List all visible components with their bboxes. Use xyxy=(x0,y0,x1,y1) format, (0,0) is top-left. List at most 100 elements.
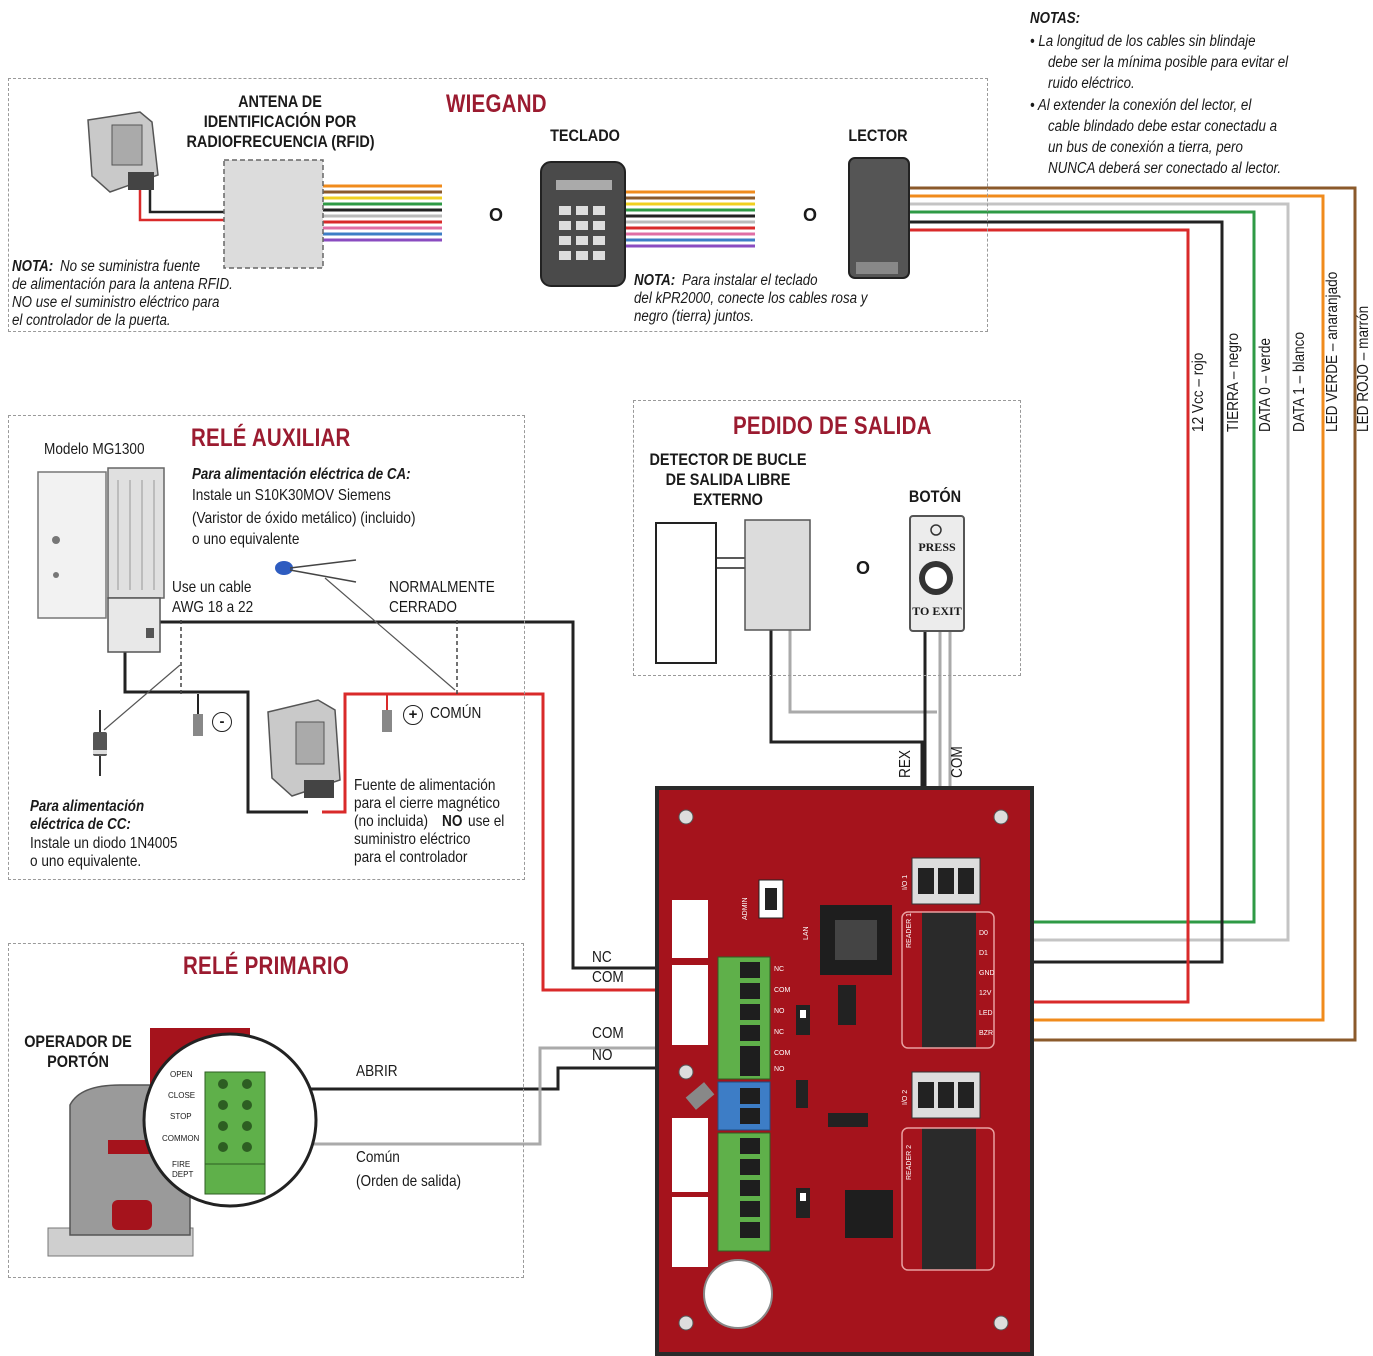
keypad-note-1: Para instalar el teclado xyxy=(682,272,818,289)
keypad-ribbon xyxy=(622,190,755,248)
reader-pin-d1: D1 xyxy=(979,950,988,957)
reader-cable xyxy=(907,186,1357,1042)
wire-label-led-red: LED ROJO – marrón xyxy=(1355,305,1372,432)
rfid-label-1: ANTENA DE xyxy=(238,92,322,111)
relay-com-label-aux: COM xyxy=(592,969,624,986)
keypad-note-2: del kPR2000, conecte los cables rosa y xyxy=(634,290,868,307)
terminal-fire: FIRE xyxy=(172,1160,191,1169)
reader-pin-led: LED xyxy=(979,1010,993,1017)
button-label: BOTÓN xyxy=(908,487,962,506)
ac-line-1: Instale un S10K30MOV Siemens xyxy=(192,487,391,504)
maglock-power-supply xyxy=(267,699,341,798)
relay-terminal-screws xyxy=(740,962,760,1238)
exit-button-device xyxy=(909,515,965,632)
or-separator-2: O xyxy=(803,205,818,225)
wire-label-12vcc: 12 Vcc – rojo xyxy=(1190,352,1207,432)
card-reader-device xyxy=(848,157,910,279)
rfid-ribbon xyxy=(322,184,442,242)
wire-label-data0: DATA 0 – verde xyxy=(1257,338,1274,432)
psu-line-3: (no incluida) xyxy=(354,813,429,830)
admin-silk: ADMIN xyxy=(742,897,749,920)
psu-line-2: para el cierre magnético xyxy=(354,795,500,812)
reader-pin-12v: 12V xyxy=(979,990,992,997)
note-1-line-3: ruido eléctrico. xyxy=(1048,75,1135,92)
aux-relay-title: RELÉ AUXILIAR xyxy=(191,424,351,452)
keypad-label: TECLADO xyxy=(550,126,620,145)
relay-com-label-primary: COM xyxy=(592,1025,624,1042)
relay-no-label: NO xyxy=(592,1047,613,1064)
rex-label: REX xyxy=(897,750,914,778)
exit-request-title: PEDIDO DE SALIDA xyxy=(733,412,932,440)
psu-line-1: Fuente de alimentación xyxy=(354,777,496,794)
open-label: ABRIR xyxy=(356,1063,398,1080)
operator-label-2: PORTÓN xyxy=(47,1052,109,1071)
loop-detector xyxy=(655,519,811,664)
primary-relay-title: RELÉ PRIMARIO xyxy=(183,952,350,980)
psu-line-4: suministro eléctrico xyxy=(354,831,471,848)
common-exit-label-1: Común xyxy=(356,1149,400,1166)
relay1-pin-no: NO xyxy=(774,1008,785,1015)
rfid-power-supply xyxy=(87,111,159,193)
wiegand-section xyxy=(8,78,988,332)
psu-line-3-end: use el xyxy=(468,813,505,830)
rfid-note-bold: NOTA: xyxy=(12,258,54,275)
dc-line-1: Instale un diodo 1N4005 xyxy=(30,835,178,852)
psu-line-5: para el controlador xyxy=(354,849,468,866)
note-2-line-2: cable blindado debe estar conectadu a xyxy=(1048,118,1278,135)
note-2-line-3: un bus de conexión a tierra, pero xyxy=(1048,139,1243,156)
rfid-label-2: IDENTIFICACIÓN POR xyxy=(203,112,357,131)
plus-symbol: + xyxy=(403,705,423,725)
rfid-label-3: RADIOFRECUENCIA (RFID) xyxy=(186,132,375,151)
rfid-antenna xyxy=(223,159,324,269)
terminal-stop: STOP xyxy=(170,1112,192,1121)
terminal-close: CLOSE xyxy=(168,1091,196,1100)
exit-request-section xyxy=(633,400,1021,676)
relay2-pin-com: COM xyxy=(774,1050,791,1057)
relay-nc-label: NC xyxy=(592,949,612,966)
rfid-note-2: de alimentación para la antena RFID. xyxy=(12,276,233,293)
common-label: COMÚN xyxy=(430,705,482,722)
note-1-line-2: debe ser la mínima posible para evitar e… xyxy=(1048,54,1289,71)
cable-gauge-2: AWG 18 a 22 xyxy=(172,599,254,616)
reader1-silk: READER 1 xyxy=(906,912,913,948)
ac-line-2: (Varistor de óxido metálico) (incluido) xyxy=(192,510,416,527)
io2-silk: I/O 2 xyxy=(902,1089,909,1105)
io1-silk: I/O 1 xyxy=(902,874,909,890)
relay2-pin-no: NO xyxy=(774,1066,785,1073)
terminal-dept: DEPT xyxy=(172,1170,194,1179)
reader2-silk: READER 2 xyxy=(906,1144,913,1180)
rfid-note-4: el controlador de la puerta. xyxy=(12,312,171,329)
keypad-note-bold: NOTA: xyxy=(634,272,676,289)
maglock-model: Modelo MG1300 xyxy=(44,441,145,458)
keypad-device xyxy=(540,161,626,287)
psu-line-3-bold: NO xyxy=(442,813,463,830)
reader-pin-bzr: BZR xyxy=(979,1030,993,1037)
ac-line-3: o uno equivalente xyxy=(192,531,300,548)
reader-pin-gnd: GND xyxy=(979,970,995,977)
keypad-note-3: negro (tierra) juntos. xyxy=(634,308,755,325)
common-exit-label-2: (Orden de salida) xyxy=(356,1173,462,1190)
wiegand-title: WIEGAND xyxy=(446,90,547,118)
com-label: COM xyxy=(949,746,966,778)
terminal-common: COMMON xyxy=(162,1134,200,1143)
rfid-note-1: No se suministra fuente xyxy=(60,258,201,275)
or-separator-1: O xyxy=(489,205,504,225)
notes-title: NOTAS: xyxy=(1030,10,1081,27)
normally-closed-2: CERRADO xyxy=(389,599,458,616)
reader-pin-d0: D0 xyxy=(979,930,988,937)
lan-silk: LAN xyxy=(803,926,810,940)
mag-lock-device xyxy=(37,467,165,653)
note-2-line-1: • Al extender la conexión del lector, el xyxy=(1030,97,1252,114)
relay1-pin-com: COM xyxy=(774,987,791,994)
loop-label-2: DE SALIDA LIBRE xyxy=(665,470,791,489)
press-text: PRESS xyxy=(918,540,956,554)
note-1-line-1: • La longitud de los cables sin blindaje xyxy=(1030,33,1256,50)
dc-title-1: Para alimentación xyxy=(30,798,145,815)
note-2-line-4: NUNCA deberá ser conectado al lector. xyxy=(1048,160,1282,177)
operator-label-1: OPERADOR DE xyxy=(24,1032,132,1051)
dc-title-2: eléctrica de CC: xyxy=(30,816,131,833)
reader-label: LECTOR xyxy=(848,126,908,145)
cable-gauge-1: Use un cable xyxy=(172,579,252,596)
relay2-pin-nc: NC xyxy=(774,1029,785,1036)
